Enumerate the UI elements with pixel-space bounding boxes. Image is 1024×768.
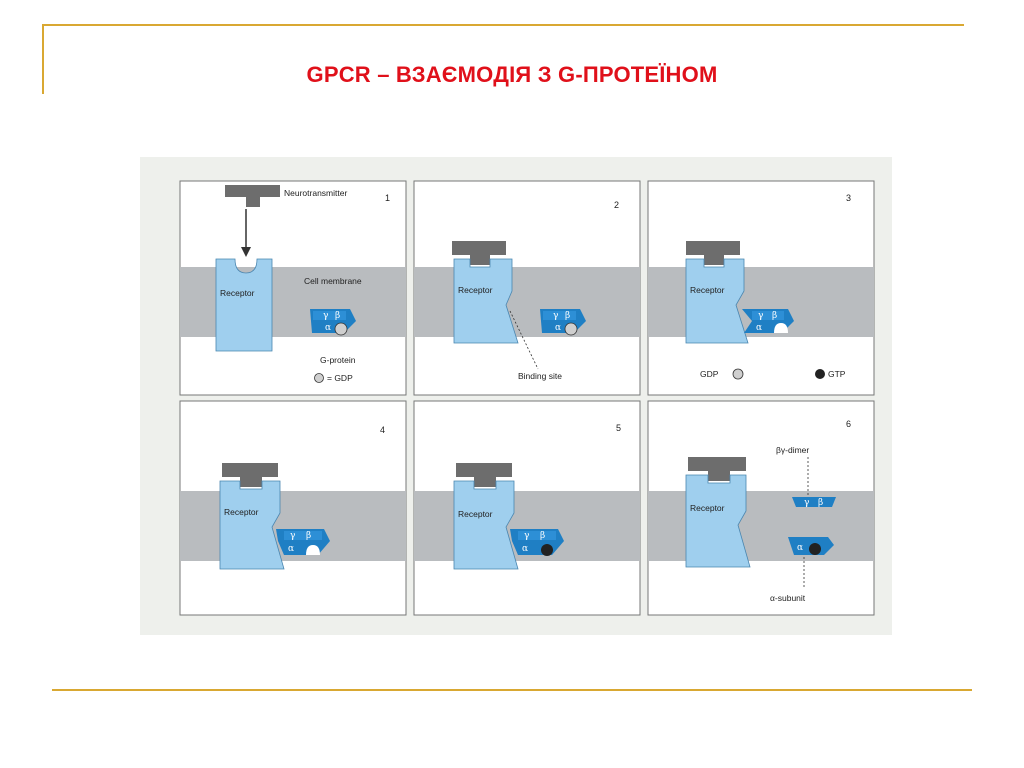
g-protein-label: G-protein [320,355,356,365]
neurotransmitter [452,241,506,265]
gamma-subunit: γ [758,311,763,321]
alpha-subunit: α [756,323,762,333]
alpha-subunit: α [325,323,331,333]
cell-membrane [180,267,406,337]
gdp-legend-label: = GDP [327,373,353,383]
panel-number: 4 [380,425,385,435]
neurotransmitter [225,185,280,207]
gtp-molecule [541,544,553,556]
beta-subunit: β [818,498,823,508]
receptor [453,480,519,570]
panel-number: 5 [616,423,621,433]
neurotransmitter [686,241,740,265]
cell-membrane [648,491,874,561]
cell-membrane [414,267,640,337]
frame-left-line [42,24,44,94]
receptor-label: Receptor [458,509,493,519]
gdp-icon [732,368,744,380]
empty-binding-pocket [774,323,788,333]
binding-site-label: Binding site [518,371,562,381]
alpha-subunit-group: α [788,537,834,555]
receptor-label: Receptor [220,288,255,298]
panel-number: 1 [385,193,390,203]
beta-subunit: β [306,531,311,541]
receptor [219,480,285,570]
receptor [453,258,519,344]
gamma-subunit: γ [804,498,809,508]
alpha-subunit: α [288,544,294,554]
g-protein: γ β α [510,529,564,556]
panel-4: 4 Receptor γ β α [179,400,407,616]
arrow-head [241,247,251,257]
neurotransmitter [688,457,746,481]
membrane-label: Cell membrane [304,276,362,286]
alpha-subunit: α [522,544,528,554]
gdp-legend-icon [314,373,324,383]
gamma-subunit: γ [524,531,529,541]
panel-3: 3 Receptor γ β α GDP GTP [647,180,875,396]
binding-site-pointer [509,310,539,370]
neurotransmitter-label: Neurotransmitter [284,188,347,198]
alpha-subunit-label: α-subunit [770,593,806,603]
panel-5: 5 Receptor γ β α [413,400,641,616]
empty-binding-pocket [306,545,320,555]
panel-1: 1 Neurotransmitter Receptor Cell membran… [179,180,407,396]
beta-subunit: β [335,311,340,321]
g-protein: γ β α [310,309,356,336]
receptor [685,258,749,344]
beta-gamma-dimer: γ β [792,497,836,508]
panel-number: 2 [614,200,619,210]
gtp-label: GTP [828,369,846,379]
alpha-subunit: α [797,543,803,553]
panel-2: 2 Receptor γ β α Binding site [413,180,641,396]
gamma-subunit: γ [323,311,328,321]
gdp-molecule [334,322,348,336]
receptor-label: Receptor [458,285,493,295]
beta-subunit: β [772,311,777,321]
receptor [215,258,273,352]
neurotransmitter [456,463,512,487]
panel-6: 6 Receptor βγ-dimer γ β α α-subunit [647,400,875,616]
gtp-molecule [809,543,821,555]
gtp-icon [815,369,825,379]
gamma-subunit: γ [553,311,558,321]
receptor-label: Receptor [690,503,725,513]
dimer-label: βγ-dimer [776,445,809,455]
g-protein: γ β α [742,309,794,333]
gamma-subunit: γ [290,531,295,541]
g-protein: γ β α [540,309,586,336]
gpcr-figure: 1 Neurotransmitter Receptor Cell membran… [140,157,892,635]
receptor-label: Receptor [690,285,725,295]
frame-top-line [42,24,964,26]
frame-bottom-line [52,689,972,691]
beta-subunit: β [540,531,545,541]
panel-number: 6 [846,419,851,429]
receptor-label: Receptor [224,507,259,517]
slide-title: GPCR – ВЗАЄМОДІЯ З G-ПРОТЕЇНОМ [306,62,718,87]
alpha-subunit: α [555,323,561,333]
panel-number: 3 [846,193,851,203]
beta-subunit: β [565,311,570,321]
gdp-molecule [564,322,578,336]
receptor [685,474,751,568]
gdp-label: GDP [700,369,719,379]
neurotransmitter [222,463,278,487]
g-protein: γ β α [276,529,330,555]
